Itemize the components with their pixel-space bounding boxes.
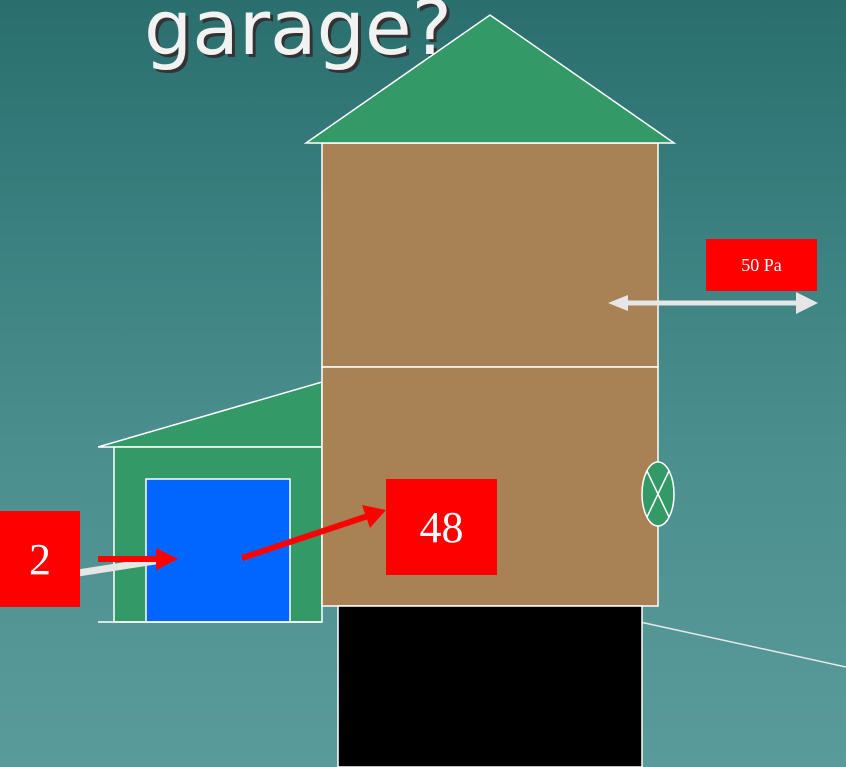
slide-title: garage? (144, 0, 452, 72)
pressure-double-arrow (608, 292, 818, 314)
house-upper-floor (321, 142, 659, 368)
garage-pressure-label: 2 (0, 511, 80, 607)
garage-roof (97, 381, 323, 448)
house-roof (303, 14, 677, 144)
house-red-arrow (241, 505, 386, 561)
vent-icon (641, 461, 675, 527)
foundation (337, 605, 643, 767)
ground-line (639, 621, 846, 668)
room-pressure-label: 48 (386, 479, 497, 575)
garage-red-arrow (98, 548, 178, 570)
house-pressure-label: 50 Pa (706, 239, 817, 291)
